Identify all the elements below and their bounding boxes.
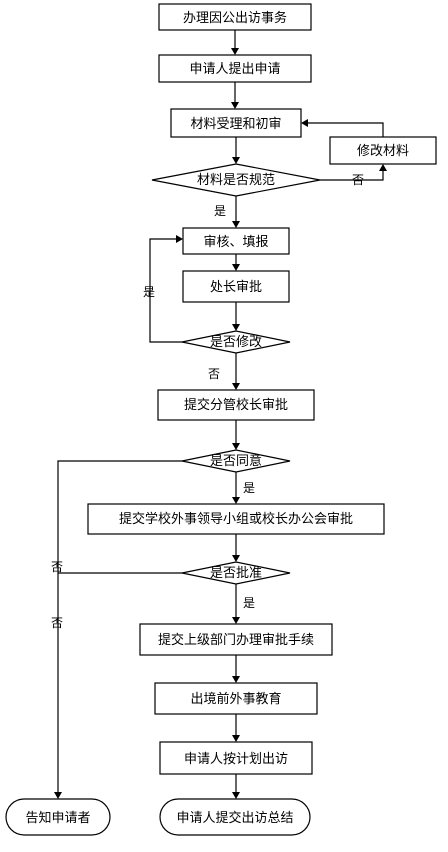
label-d1-yes: 是 <box>214 204 226 218</box>
arrowhead-d3-e1 <box>54 792 62 799</box>
arrowhead-n6-d2 <box>232 324 240 331</box>
arrowhead-n3-d1 <box>232 157 240 164</box>
node-vice-president-approval <box>157 389 315 421</box>
arrowhead-n8-d4 <box>232 555 240 562</box>
node-visit-as-planned <box>159 741 313 775</box>
node-modify-materials <box>329 136 437 165</box>
arrowhead-n9-n10 <box>232 676 240 683</box>
node-director-approval-label: 处长审批 <box>210 280 262 295</box>
label-d3-yes: 是 <box>243 481 255 495</box>
node-vice-president-approval-label: 提交分管校长审批 <box>184 397 288 413</box>
node-superior-procedures <box>139 623 333 656</box>
decision-agree-label: 是否同意 <box>210 453 262 469</box>
decision-approved <box>181 561 291 585</box>
arrowhead-n2-n3 <box>231 102 239 109</box>
arrowhead-n5-n6 <box>232 264 240 271</box>
connector-d1-modify <box>320 171 384 181</box>
arrowhead-d1-n5 <box>232 221 240 228</box>
arrowhead-d2-n7 <box>232 383 240 390</box>
arrowhead-n11-e2 <box>232 792 240 799</box>
node-submit-application-label: 申请人提出申请 <box>189 61 280 77</box>
arrowhead-d2-n5-loop <box>176 235 183 243</box>
label-d2-no: 否 <box>208 367 220 381</box>
node-visit-as-planned-label: 申请人按计划出访 <box>184 752 288 767</box>
connector-d2-n5-loop <box>149 238 182 343</box>
arrowhead-modify-n3 <box>301 119 308 127</box>
node-modify-materials-label: 修改材料 <box>357 144 409 159</box>
arrowhead-d4-n9 <box>232 617 240 624</box>
node-start-affairs <box>158 3 312 31</box>
connector-d3-e1 <box>57 460 182 792</box>
arrowhead-d1-modify <box>379 164 387 171</box>
node-submit-application <box>158 54 312 83</box>
arrowhead-n1-n2 <box>231 48 239 55</box>
node-predeparture-education-label: 出境前外事教育 <box>190 691 281 707</box>
end-submit-summary <box>159 798 311 836</box>
label-reject-no-1: 否 <box>51 560 63 574</box>
decision-approved-label: 是否批准 <box>210 566 262 581</box>
end-submit-summary-label: 申请人提交出访总结 <box>176 810 293 826</box>
node-start-affairs-label: 办理因公出访事务 <box>183 10 287 26</box>
label-reject-no-2: 否 <box>51 616 63 630</box>
node-director-approval <box>182 270 290 303</box>
node-committee-approval-label: 提交学校外事领导小组或校长办公会审批 <box>119 511 353 527</box>
label-d4-yes: 是 <box>243 596 255 610</box>
label-d2-yes: 是 <box>143 285 155 299</box>
arrowhead-n10-n11 <box>232 735 240 742</box>
node-superior-procedures-label: 提交上级部门办理审批手续 <box>158 632 314 648</box>
decision-need-modify <box>181 330 291 354</box>
node-audit-fill-label: 审核、填报 <box>203 235 268 250</box>
arrowhead-d3-n8 <box>232 497 240 504</box>
end-notify-applicant-label: 告知申请者 <box>25 810 90 826</box>
node-committee-approval <box>87 503 385 535</box>
decision-materials-standard-label: 材料是否规范 <box>197 173 275 188</box>
label-d1-no: 否 <box>352 173 364 187</box>
node-predeparture-education <box>154 682 318 715</box>
decision-agree <box>181 449 291 473</box>
connector-modify-n3 <box>308 122 384 137</box>
decision-need-modify-label: 是否修改 <box>210 335 262 350</box>
node-material-review-label: 材料受理和初审 <box>190 117 281 132</box>
arrowhead-n7-d3 <box>232 443 240 450</box>
